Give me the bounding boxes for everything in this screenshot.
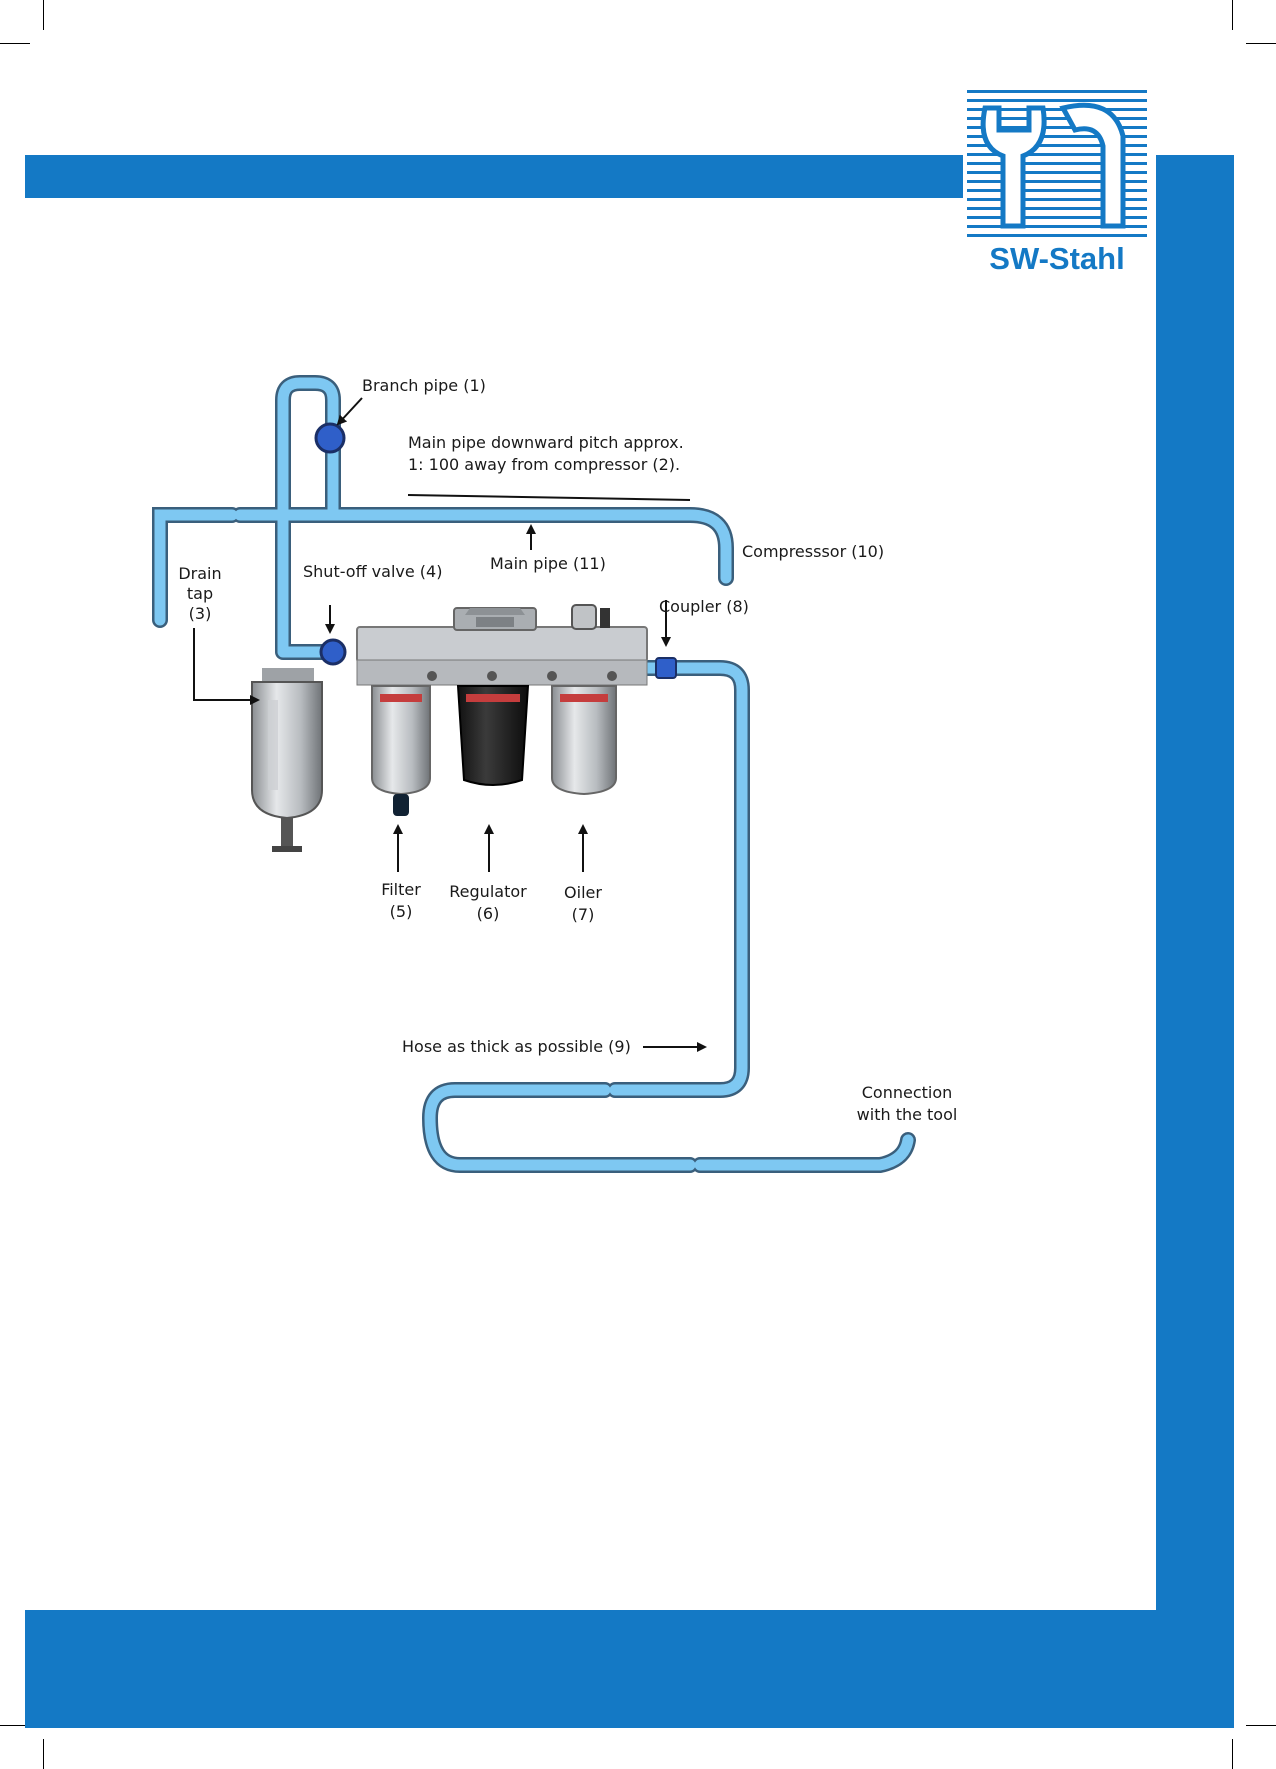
label-hose: Hose as thick as possible (9) — [402, 1037, 631, 1056]
label-regulator-line2: (6) — [477, 904, 500, 923]
label-drain-line1: Drain — [178, 564, 221, 583]
label-drain-line3: (3) — [189, 604, 212, 623]
label-filter-line1: Filter — [381, 880, 421, 899]
label-pitch-line1: Main pipe downward pitch approx. — [408, 433, 684, 452]
label-branch-pipe: Branch pipe (1) — [362, 376, 486, 395]
label-connection-line1: Connection — [862, 1083, 953, 1102]
label-shutoff-valve: Shut-off valve (4) — [303, 562, 442, 581]
label-drain-line2: tap — [187, 584, 213, 603]
shutoff-valve-icon — [321, 640, 345, 664]
label-oiler-line1: Oiler — [564, 883, 602, 902]
label-filter-line2: (5) — [390, 902, 413, 921]
label-coupler: Coupler (8) — [659, 597, 749, 616]
label-oiler-line2: (7) — [572, 905, 595, 924]
label-compressor: Compresssor (10) — [742, 542, 884, 561]
drain-tap-bowl — [252, 668, 322, 852]
frl-unit — [357, 605, 647, 816]
label-main-pipe: Main pipe (11) — [490, 554, 606, 573]
label-pitch-line2: 1: 100 away from compressor (2). — [408, 455, 680, 474]
label-connection-line2: with the tool — [857, 1105, 958, 1124]
label-regulator-line1: Regulator — [449, 882, 527, 901]
branch-valve-icon — [316, 424, 344, 452]
coupler-icon — [656, 658, 676, 678]
